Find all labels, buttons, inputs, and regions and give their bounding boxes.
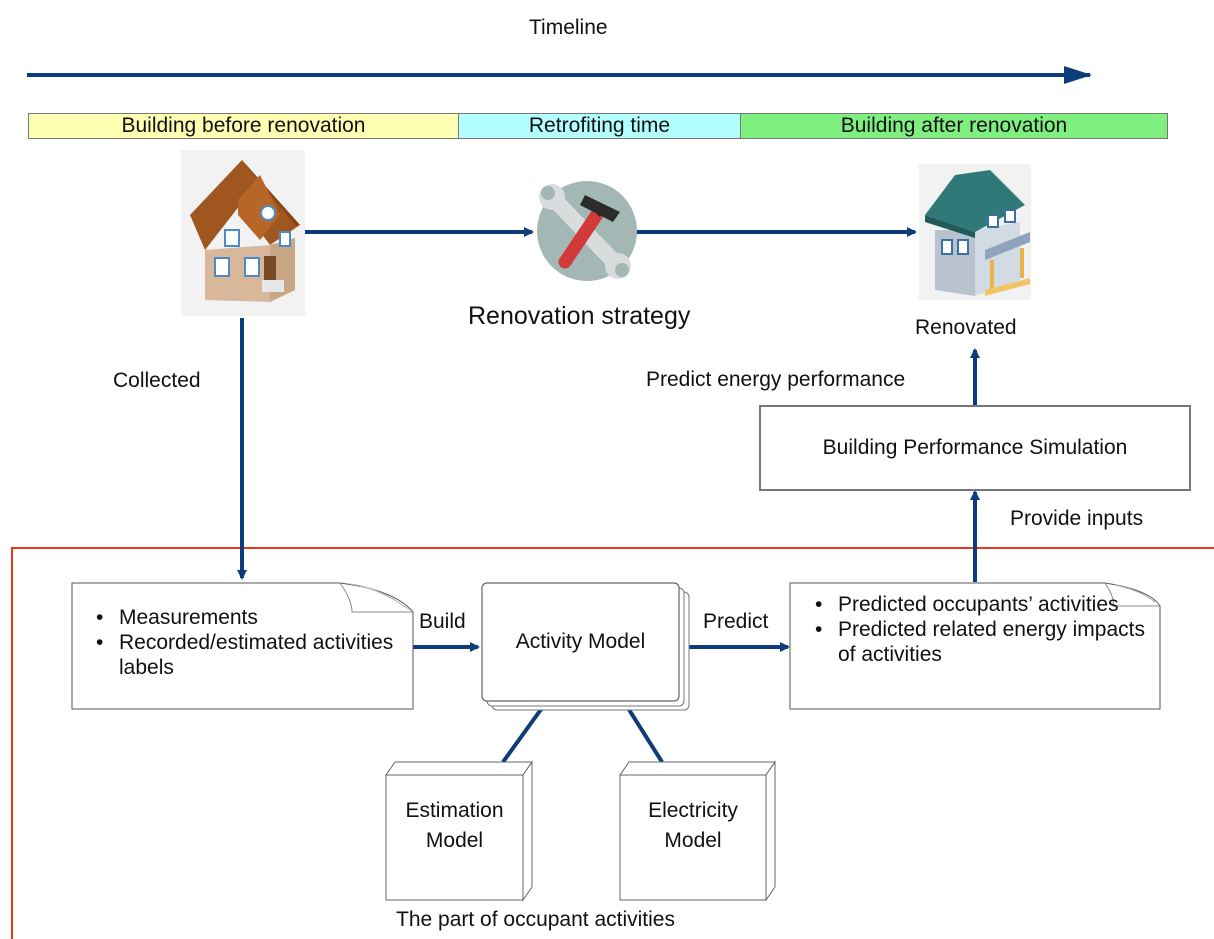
input-item: Measurements <box>76 605 396 630</box>
bps-label: Building Performance Simulation <box>822 436 1128 459</box>
activity-model-label: Activity Model <box>515 630 646 653</box>
phase-after: Building after renovation <box>740 113 1168 139</box>
phase-retrofit: Retrofiting time <box>458 113 741 139</box>
estimation-model-label: Estimation Model <box>405 799 504 852</box>
predict-energy-label: Predict energy performance <box>646 368 906 391</box>
renovated-label: Renovated <box>915 316 1017 339</box>
activity-model-box <box>481 582 680 702</box>
electricity-model-label: Electricity Model <box>648 799 738 852</box>
renovation-strategy-label: Renovation strategy <box>468 302 691 330</box>
section-caption: The part of occupant activities <box>396 908 675 931</box>
house-icon <box>181 150 305 316</box>
input-list: Measurements Recorded/estimated activiti… <box>76 605 396 680</box>
electricity-model-cube <box>619 760 776 902</box>
collected-label: Collected <box>113 369 201 392</box>
output-item: Predicted related energy impacts of acti… <box>795 617 1155 667</box>
connector-estimation <box>501 706 544 764</box>
bps-box <box>759 405 1191 491</box>
connector-electricity <box>626 706 664 764</box>
provide-inputs-label: Provide inputs <box>1010 507 1144 530</box>
predict-label: Predict <box>703 610 769 633</box>
output-item: Predicted occupants’ activities <box>795 592 1155 617</box>
input-item: Recorded/estimated activities labels <box>76 630 396 680</box>
estimation-model-cube <box>385 760 533 902</box>
occupant-section-border <box>11 547 1214 939</box>
build-label: Build <box>419 610 466 633</box>
renovated-house-icon <box>919 164 1031 300</box>
wrench-hammer-icon <box>537 181 637 281</box>
output-list: Predicted occupants’ activities Predicte… <box>795 592 1155 667</box>
timeline-title: Timeline <box>529 16 608 39</box>
phase-before: Building before renovation <box>28 113 459 139</box>
